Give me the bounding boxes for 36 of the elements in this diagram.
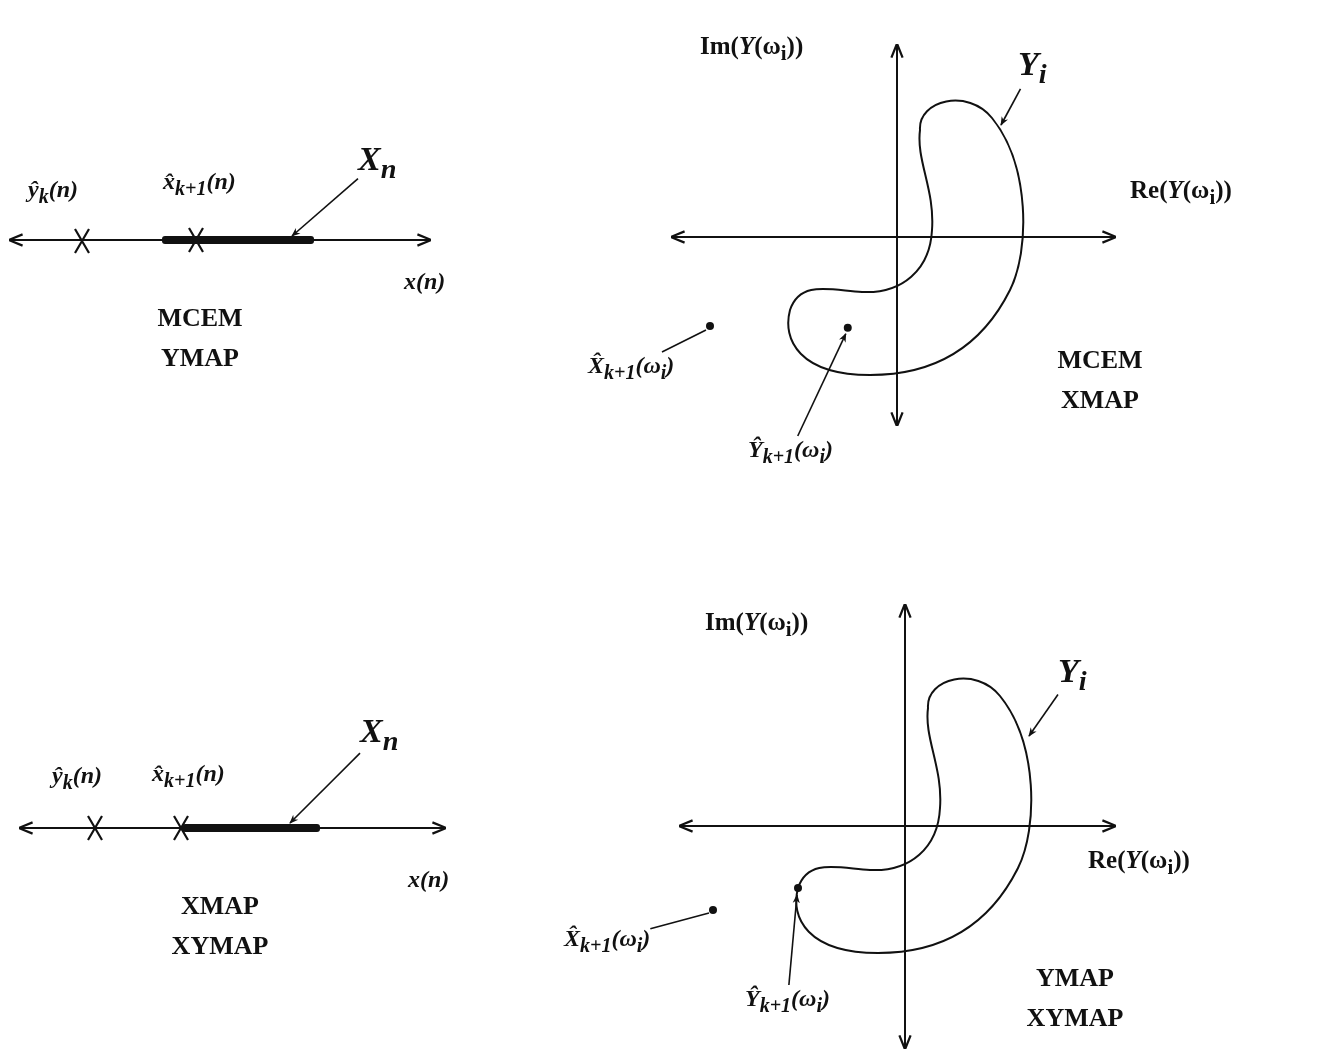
leader-text: Y$_{i}$: [1018, 45, 1047, 89]
leader-line: [649, 912, 710, 930]
leader-text: Ŷ$_{k+1}$(ω$_{i}$): [745, 985, 830, 1016]
leader-text: Y$_{i}$: [1058, 652, 1087, 696]
point-dot: [843, 323, 852, 332]
method-label: YMAP XYMAP: [1025, 962, 1125, 1035]
axis-label: Re(Y(ω$_{i}$)): [1130, 176, 1232, 209]
leader-line: [788, 894, 800, 986]
leader-line: [289, 752, 361, 824]
point-label: x̂$_{k+1}$(n): [152, 760, 225, 791]
point-dot: [706, 322, 714, 330]
leader-line: [661, 329, 707, 353]
leader-line: [1028, 693, 1059, 737]
point-label: x(n): [408, 866, 450, 893]
point-dot: [794, 884, 802, 892]
axis-label: Im(Y(ω$_{i}$)): [700, 32, 804, 65]
leader-text: X̂$_{k+1}$(ω$_{i}$): [588, 352, 675, 383]
leader-text: X̂$_{k+1}$(ω$_{i}$): [564, 925, 651, 956]
method-label: MCEM YMAP: [156, 302, 244, 375]
leader-text: X$_{n}$: [360, 712, 399, 756]
leader-line: [1000, 88, 1022, 126]
leader-line: [796, 333, 847, 437]
interval-bar: [162, 236, 314, 244]
method-label: XMAP XYMAP: [170, 890, 270, 963]
method-label: MCEM XMAP: [1056, 344, 1144, 417]
leader-line: [291, 177, 359, 237]
point-dot: [709, 906, 717, 914]
leader-text: X$_{n}$: [358, 140, 397, 184]
axis-label: Im(Y(ω$_{i}$)): [705, 608, 809, 641]
closed-curve: [787, 99, 1025, 376]
leader-text: Ŷ$_{k+1}$(ω$_{i}$): [748, 436, 833, 467]
interval-bar: [182, 824, 320, 832]
axis-label: Re(Y(ω$_{i}$)): [1088, 846, 1190, 879]
closed-curve: [795, 677, 1033, 954]
point-label: x(n): [404, 268, 446, 295]
point-label: x̂$_{k+1}$(n): [163, 168, 236, 199]
